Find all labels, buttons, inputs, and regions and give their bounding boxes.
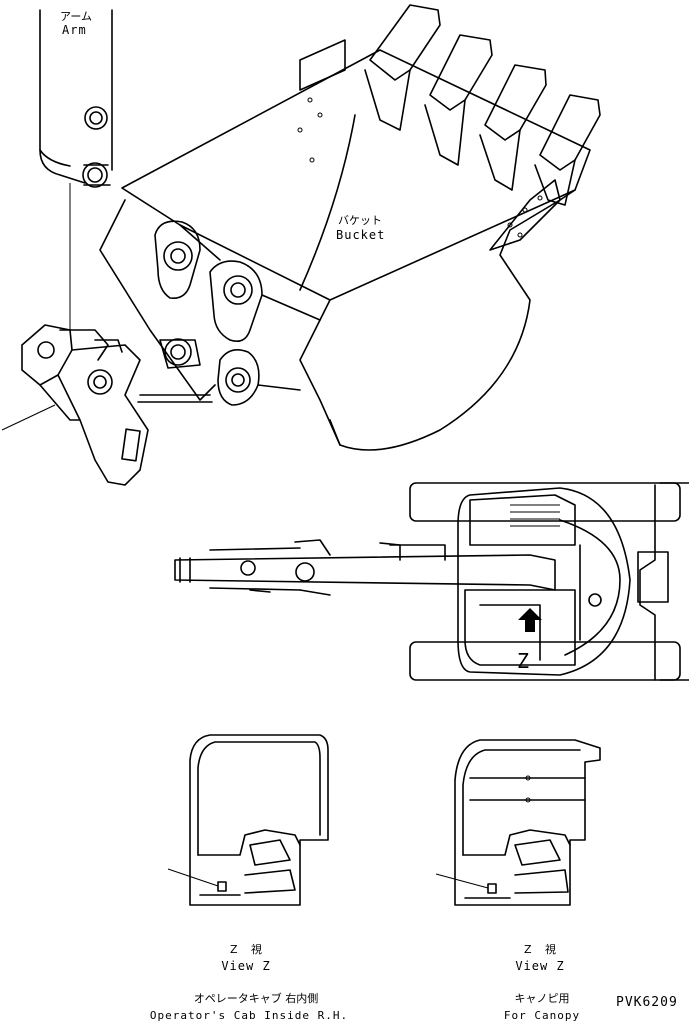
bucket-label-jp: バケット bbox=[338, 214, 382, 227]
drawing-code: PVK6209 bbox=[616, 995, 678, 1010]
cab-view-title-jp: Z 視 bbox=[229, 943, 263, 956]
canopy-view-z-drawing bbox=[435, 739, 601, 906]
bucket-label-en: Bucket bbox=[336, 228, 386, 242]
canopy-caption-jp: キャノピ用 bbox=[514, 992, 570, 1005]
arm-label-jp: アーム bbox=[60, 10, 93, 23]
bucket-teeth bbox=[364, 4, 601, 206]
view-direction-arrow-icon bbox=[518, 608, 542, 632]
canopy-view-title-en: View Z bbox=[515, 959, 565, 973]
canopy-view-title-jp: Z 視 bbox=[523, 943, 557, 956]
arm-label-en: Arm bbox=[62, 23, 87, 37]
cab-caption-en: Operator's Cab Inside R.H. bbox=[149, 1009, 349, 1022]
z-view-marker: Z bbox=[517, 649, 531, 673]
canopy-caption-en: For Canopy bbox=[503, 1009, 581, 1022]
excavator-top-view bbox=[174, 482, 689, 681]
cab-view-z-drawing bbox=[167, 734, 329, 906]
arm-illustration bbox=[39, 9, 113, 330]
coupler-illustration bbox=[1, 324, 213, 486]
cab-view-title-en: View Z bbox=[221, 959, 271, 973]
bucket-illustration bbox=[99, 4, 601, 451]
cab-caption-jp: オペレータキャブ 右内側 bbox=[193, 992, 319, 1005]
